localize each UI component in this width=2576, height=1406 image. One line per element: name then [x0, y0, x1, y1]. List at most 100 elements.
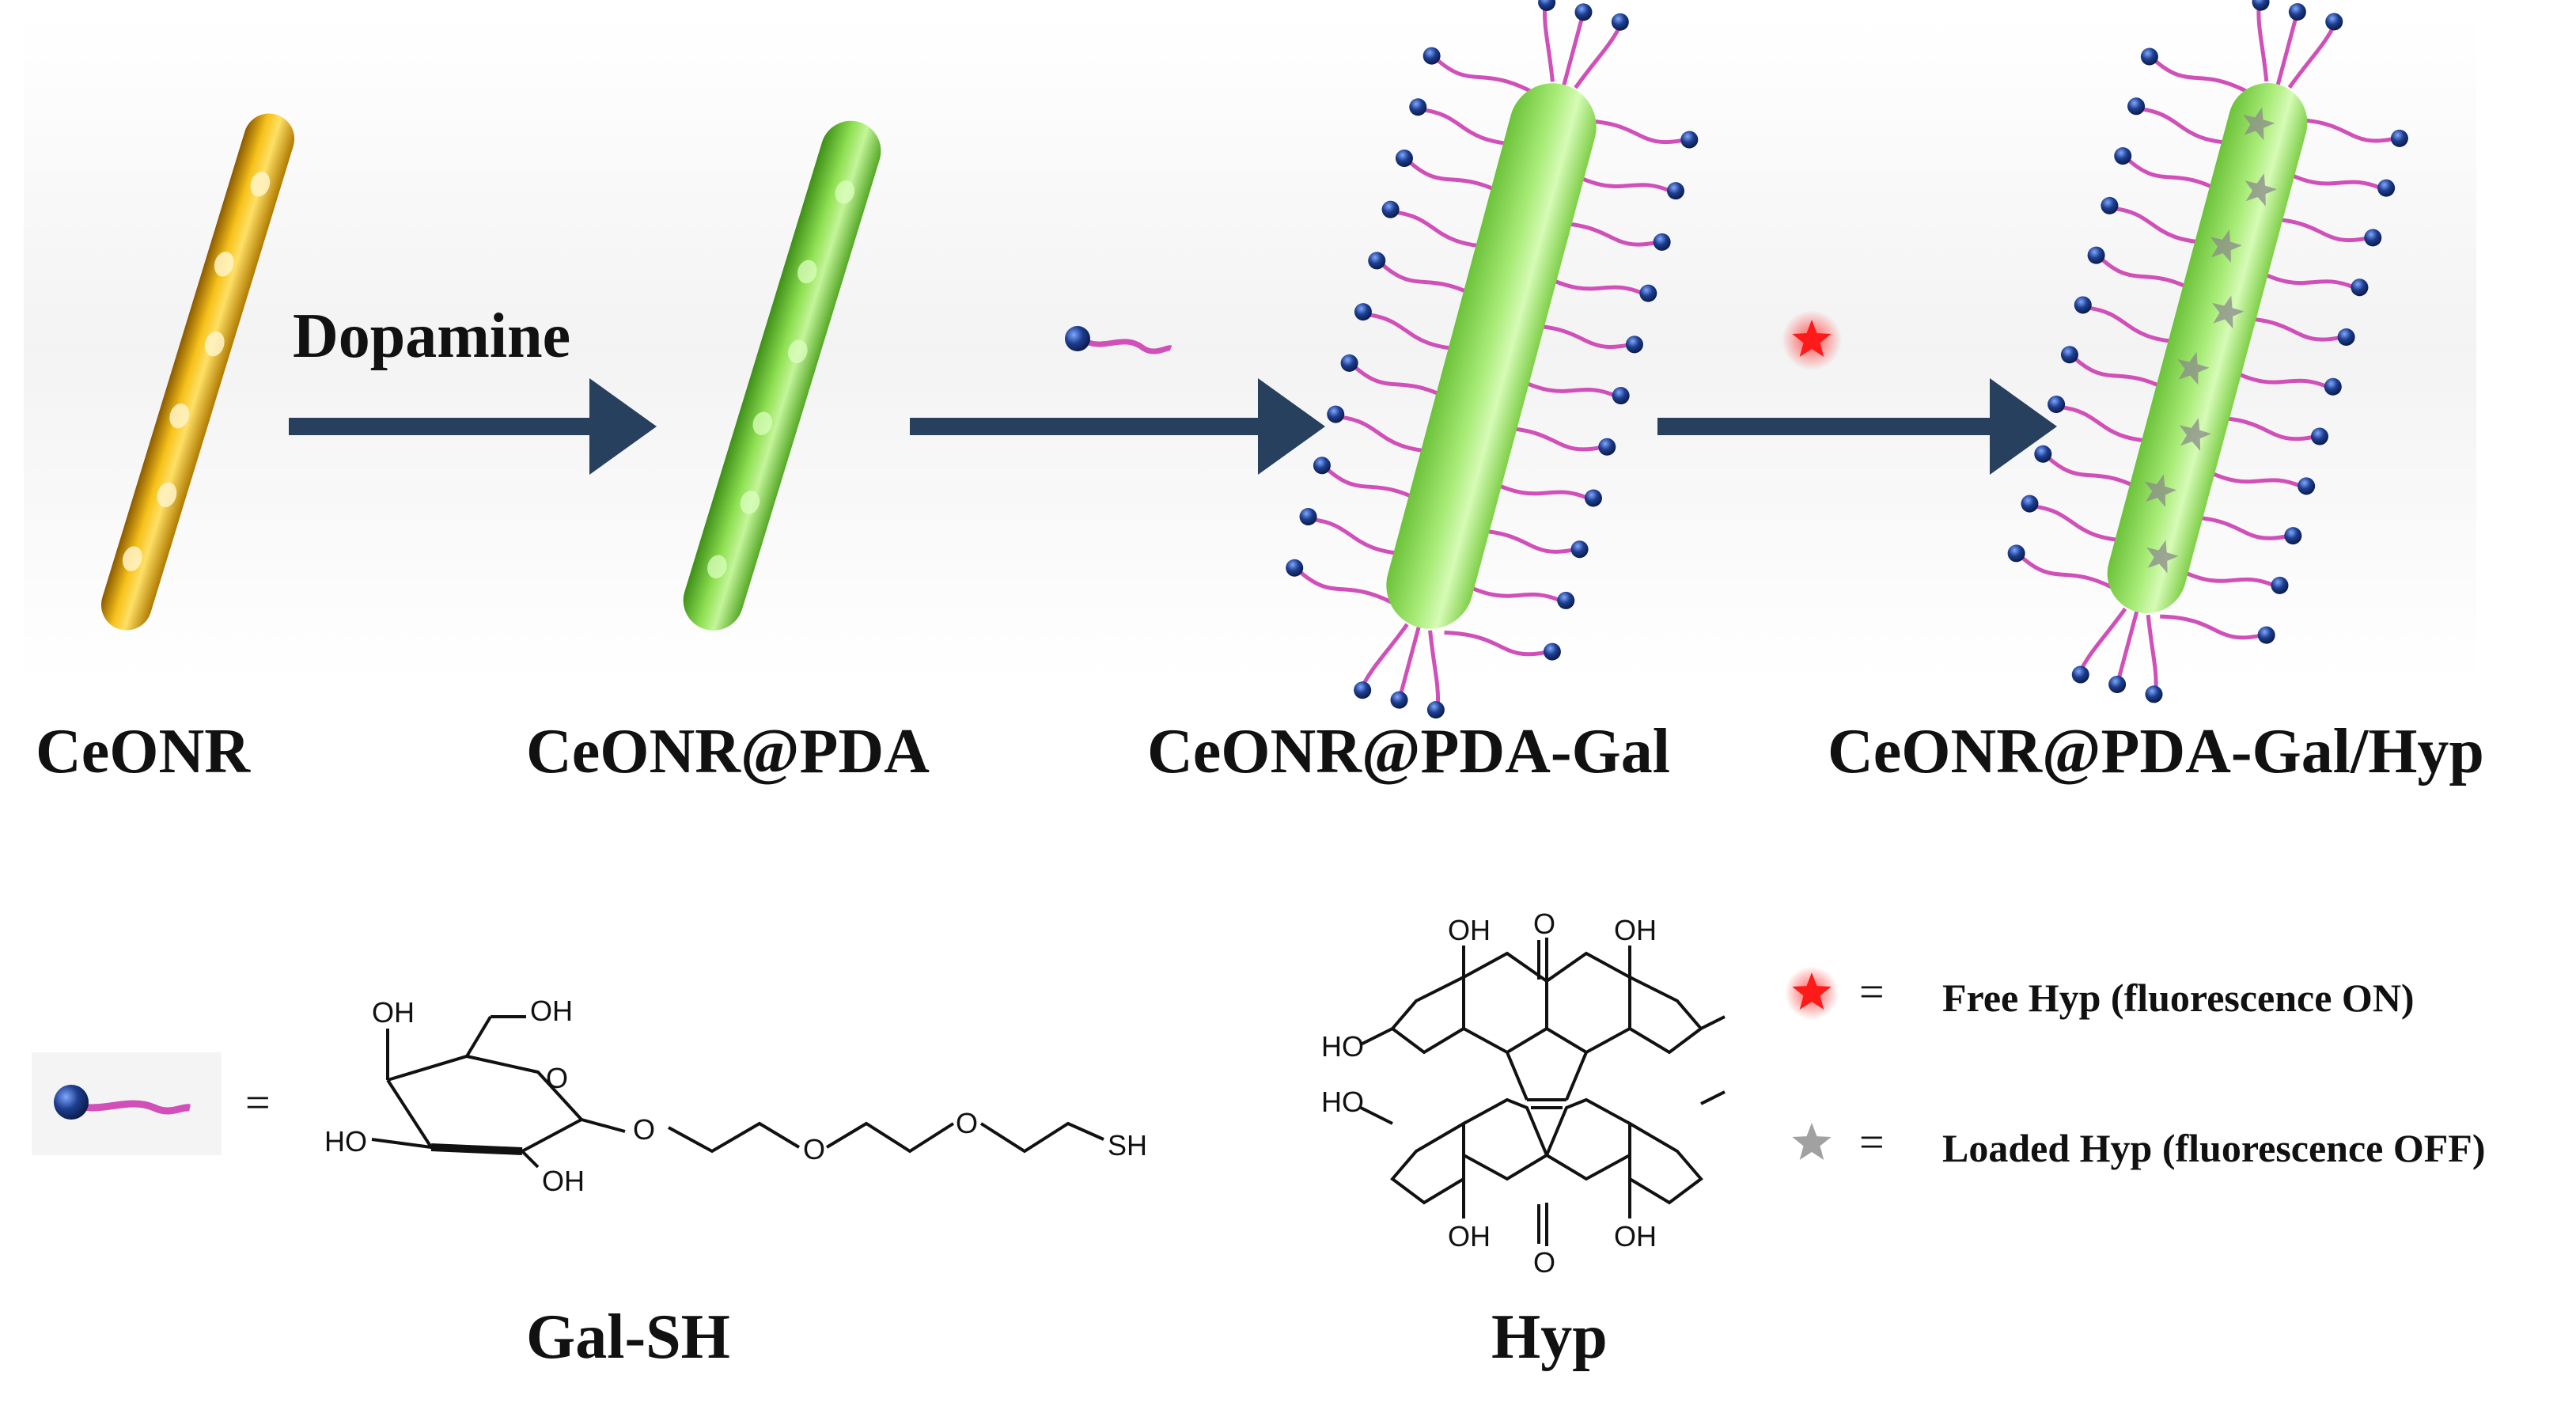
loaded-hyp-star	[2210, 229, 2243, 263]
rod3-ligand-head	[1598, 438, 1616, 456]
rod4-ligand-tail	[2275, 19, 2298, 85]
dopamine-label: Dopamine	[293, 301, 571, 371]
hyp-o-top: O	[1533, 908, 1555, 940]
rod3-ligand-tail	[1399, 627, 1421, 693]
label-ceonr: CeONR	[36, 717, 251, 786]
rod3-ligand-head	[1327, 405, 1345, 423]
rod3-ligand-tail	[1472, 528, 1575, 554]
rod4-ligand-head	[2114, 147, 2132, 165]
hyp-oh-tl: OH	[1448, 914, 1491, 946]
rod3-ligand-head	[1395, 149, 1413, 167]
rod3-ligand-head	[1422, 47, 1441, 65]
rod4-ligand-tail	[2113, 206, 2211, 245]
rod4-ligand-head	[2087, 246, 2105, 264]
rod4-ligand-tail	[2287, 28, 2334, 89]
loaded-hyp-star	[2177, 351, 2210, 385]
rod3-ligand-tail	[1324, 466, 1426, 505]
rod3-ligand-head	[1611, 13, 1629, 31]
rod4-ligand-head	[2325, 13, 2343, 31]
rod3-ligand-tail	[1498, 426, 1603, 452]
rod3-ligand-tail	[1312, 517, 1411, 556]
rod3-ligand-head	[1354, 681, 1372, 699]
rod4-ligand-tail	[2060, 405, 2158, 444]
rod4-ligand-head	[2284, 527, 2302, 545]
rod4-ligand-head	[2390, 129, 2408, 147]
chem-labels: OH OH O HO OH O O O SH OH O OH HO HO OH …	[324, 908, 1657, 1279]
rod3-ligand-head	[1625, 335, 1643, 354]
rod3-ligand-tail	[1434, 57, 1536, 96]
rod4-ligand-head	[2101, 196, 2119, 214]
rod4-ligand-head	[2377, 179, 2396, 197]
rod4-ligand-tail	[2279, 167, 2382, 191]
rod3-ligand-tail	[1339, 415, 1439, 454]
rod4-ligand-head	[2140, 47, 2158, 66]
rod4-ligand-head	[2048, 396, 2066, 414]
rod4-ligand-head	[2364, 229, 2382, 247]
rod4-ligand-tail	[2199, 465, 2302, 489]
gal-oh-top1: OH	[372, 996, 415, 1029]
legend-free-hyp-text: Free Hyp (fluorescence ON)	[1942, 976, 2415, 1020]
loaded-hyp-star	[2245, 173, 2277, 207]
rod4-ligand-head	[2145, 685, 2163, 703]
rod3-ligand-tail	[1574, 28, 1620, 89]
rod4-ligand-head	[2257, 626, 2275, 644]
legend-free-star-icon	[1785, 966, 1839, 1020]
gal-sh-ligand-icon	[1065, 326, 1172, 354]
gal-o-link2: O	[803, 1133, 825, 1165]
rod4-ligand-tail	[2033, 504, 2131, 543]
rod4-ligand-tail	[2266, 217, 2369, 243]
free-hyp-star-icon	[1782, 310, 1842, 370]
rod4-ligand-head	[2074, 296, 2092, 314]
hyp-o-bottom: O	[1533, 1246, 1555, 1279]
rod3-ligand-tail	[1457, 579, 1562, 603]
arrow-dopamine	[289, 378, 657, 475]
rod3-ligand-head	[1538, 0, 1556, 11]
arrow-hyp-loading	[1657, 378, 2057, 475]
hyp-oh-br: OH	[1614, 1220, 1657, 1253]
loaded-hyp-star	[2144, 474, 2177, 507]
rod4-ligand-tail	[2146, 614, 2158, 687]
rod3-ligand-tail	[1362, 623, 1409, 684]
label-gal-sh: Gal-SH	[526, 1302, 730, 1372]
rod3-ligand-head	[1639, 284, 1657, 302]
rod3-ligand-head	[1557, 591, 1575, 609]
gal-sh-structure	[371, 1015, 1104, 1169]
legend-loaded-hyp-text: Loaded Hyp (fluorescence OFF)	[1942, 1126, 2486, 1170]
label-ceonr-pda-gal: CeONR@PDA-Gal	[1147, 717, 1670, 786]
rod4-ligand-tail	[2152, 58, 2252, 96]
rod3-ligand-head	[1653, 233, 1671, 251]
rod4-ligand-head	[2351, 279, 2369, 297]
rod4-ligand-head	[2298, 477, 2316, 495]
ceonr-pda-gal-hyp-rod	[2007, 0, 2408, 703]
rod4-ligand-head	[2252, 0, 2270, 11]
rod4-ligand-tail	[2125, 157, 2226, 195]
rod4-ligand-head	[2324, 377, 2342, 396]
rod3-ligand-tail	[1428, 630, 1440, 703]
rod4-ligand-tail	[2081, 607, 2127, 669]
rod4-ligand-head	[2060, 346, 2078, 364]
rod3-ligand-head	[1313, 457, 1331, 475]
rod3-ligand-tail	[1297, 569, 1399, 608]
rod4-ligand-head	[2034, 445, 2052, 463]
hyp-structure	[1360, 938, 1726, 1246]
legend-free-equals: =	[1859, 968, 1885, 1017]
rod4-ligand-tail	[2172, 565, 2276, 588]
rod4-ligand-tail	[2086, 305, 2185, 344]
rod4-ligand-head	[2310, 427, 2328, 445]
label-ceonr-pda: CeONR@PDA	[526, 717, 930, 786]
rod3-ligand-tail	[1444, 631, 1548, 657]
gal-oh-top2: OH	[530, 995, 573, 1027]
rod3-ligand-tail	[1422, 108, 1521, 147]
rod4-ligand-tail	[2140, 107, 2238, 146]
rod3-ligand-head	[1409, 98, 1427, 116]
rod3-ligand-tail	[1352, 364, 1453, 403]
rod3-ligand-head	[1426, 701, 1445, 719]
hyp-ho-l1: HO	[1321, 1030, 1364, 1063]
rod4-ligand-tail	[2045, 455, 2146, 493]
rod3-ligand-tail	[1379, 262, 1481, 300]
loaded-hyp-star	[2212, 295, 2245, 329]
rod3-ligand-head	[1612, 387, 1630, 405]
rod4-ligand-tail	[2256, 9, 2269, 82]
rod4-ligand-tail	[2226, 366, 2329, 389]
rod3-ligand-tail	[1554, 221, 1657, 247]
